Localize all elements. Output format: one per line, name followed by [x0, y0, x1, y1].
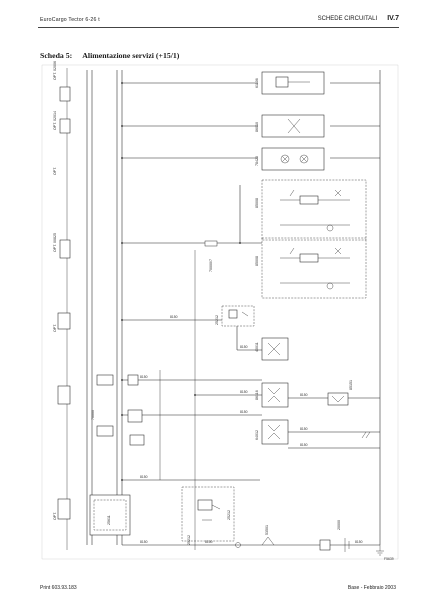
- component-label-40011: 40011: [255, 342, 259, 352]
- wire-label-5: 8150: [300, 393, 308, 397]
- figure-ref: F5639: [384, 557, 394, 561]
- wire-label-4: 8150: [240, 390, 248, 394]
- header-section: SCHEDE CIRCUITALI: [317, 16, 378, 22]
- left-label-4: OPT. 00825: [53, 233, 57, 252]
- main-bus: [86, 70, 196, 550]
- wire-label-11: 8150: [205, 540, 213, 544]
- junction-dots: [121, 82, 241, 481]
- wire-label-1: 8150: [170, 315, 178, 319]
- component-label-25611: 25611: [107, 515, 111, 525]
- wire-label-9: 8150: [140, 475, 148, 479]
- left-label-6: OPT.: [53, 512, 57, 520]
- device-78420: 78420: [255, 147, 325, 171]
- left-connector-1: [59, 86, 71, 102]
- component-label-86116: 86116: [255, 390, 259, 400]
- device-85151: 85151 8150: [288, 380, 380, 406]
- left-label-3: OPT.: [53, 167, 57, 175]
- footer-edition: Base - Febbraio 2003: [347, 585, 396, 591]
- header-page-ref: IV.7: [387, 15, 399, 22]
- wire-label-10: 8150: [140, 540, 148, 544]
- sheet-title-row: Scheda 5: Alimentazione servizi (+15/1): [40, 51, 179, 60]
- component-label-85008-b: 85008: [255, 256, 259, 266]
- component-label-70000: 70000: [91, 410, 95, 420]
- left-connector-5: [57, 385, 71, 405]
- component-label-53501: 53501: [265, 525, 269, 535]
- left-connector-3: [59, 239, 71, 259]
- component-label-61106: 61106: [255, 78, 259, 88]
- connector-70000-7: 70000/7: [122, 185, 262, 272]
- left-label-2: OPT. 02014: [53, 111, 57, 130]
- device-86116: 86116 8150 8150: [122, 375, 289, 408]
- component-label-70000-7: 70000/7: [209, 259, 213, 272]
- relay-25212-a: 25212 8150: [122, 305, 255, 327]
- wire-label-6: 8150: [240, 410, 248, 414]
- component-label-78420: 78420: [255, 156, 259, 166]
- device-86010: 86010: [255, 114, 325, 138]
- bottom-run: 8150 8150 8150 53501 20000: [122, 520, 384, 556]
- header-rule: [38, 27, 399, 28]
- left-label-5: OPT.: [53, 324, 57, 332]
- wire-label-12: 8150: [355, 540, 363, 544]
- device-25611: 25611 8150: [89, 475, 260, 536]
- device-70000: 70000: [91, 374, 145, 446]
- left-option-strip: OPT. 02006 OPT. 02014 OPT. OPT. 00825 OP…: [53, 61, 71, 550]
- left-connector-2: [59, 118, 71, 134]
- component-label-25212-a: 25212: [215, 315, 219, 325]
- device-61106: 61106: [255, 71, 325, 95]
- device-85008-b: 85008: [255, 237, 367, 299]
- sheet-label: Scheda 5:: [40, 51, 73, 60]
- wire-label-2: 8150: [240, 345, 248, 349]
- component-label-86010: 86010: [255, 122, 259, 132]
- left-connector-6: [57, 498, 71, 520]
- component-label-85008-a: 85008: [255, 198, 259, 208]
- wire-label-3: 8150: [140, 375, 148, 379]
- component-label-85151: 85151: [349, 380, 353, 390]
- device-40011: 40011 8150: [236, 326, 289, 361]
- wire-label-8: 8150: [300, 443, 308, 447]
- relay-25212-b: 25212 25212: [181, 486, 235, 545]
- lower-right-feeds: 8150: [288, 431, 380, 449]
- footer-print-ref: Print 603.93.183: [40, 585, 77, 591]
- component-label-25212-b: 25212: [187, 535, 191, 545]
- wire-label-7: 8150: [300, 427, 308, 431]
- component-label-64012: 64012: [255, 430, 259, 440]
- left-connector-4: [57, 312, 71, 330]
- device-85008-a: 85008: [255, 179, 367, 241]
- left-label-1: OPT. 02006: [53, 61, 57, 80]
- component-label-25212-c: 25212: [227, 510, 231, 520]
- sheet-title: Alimentazione servizi (+15/1): [82, 51, 180, 60]
- component-label-20000: 20000: [337, 520, 341, 530]
- top-feeds: [122, 70, 381, 545]
- diagram-frame: [41, 64, 399, 560]
- header-right: SCHEDE CIRCUITALI IV.7: [318, 15, 399, 22]
- header-book-title: EuroCargo Tector 6-26 t: [40, 17, 100, 23]
- device-64012: 64012 8150 8150: [122, 410, 380, 445]
